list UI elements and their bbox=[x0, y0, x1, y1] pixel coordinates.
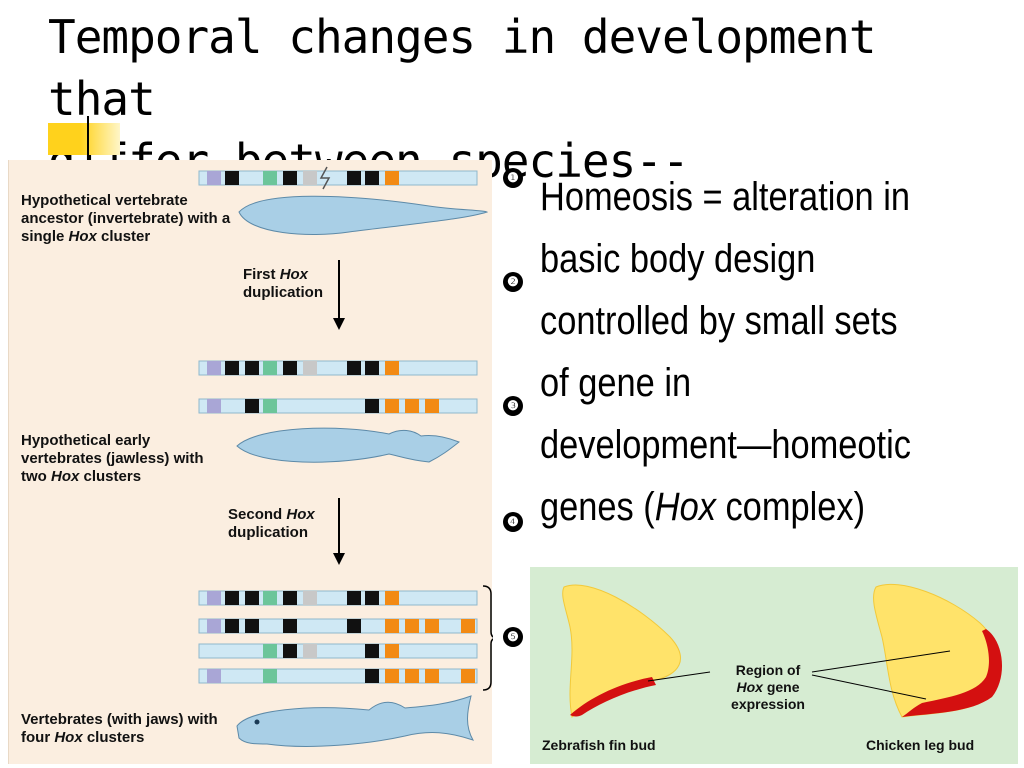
body-line-3: controlled by small sets bbox=[540, 299, 898, 343]
chromosome-early-1 bbox=[198, 360, 478, 376]
body-line-4: of gene in bbox=[540, 361, 692, 405]
zebrafish-fin-bud bbox=[562, 584, 681, 718]
step-marker-5: ❺ bbox=[503, 627, 523, 647]
chromosome-ancestor bbox=[198, 166, 478, 190]
caption-ancestor: Hypothetical vertebrate ancestor (invert… bbox=[21, 192, 231, 245]
chromosome-jawed-4 bbox=[198, 668, 478, 684]
step-marker-1: ❶ bbox=[503, 168, 523, 188]
caption-second-duplication: Second Hox duplication bbox=[228, 506, 315, 541]
cluster-bracket bbox=[482, 585, 493, 691]
jawless-fish-image bbox=[236, 427, 460, 463]
title-line-1: Temporal changes in development that bbox=[48, 10, 877, 126]
limb-bud-diagram bbox=[562, 583, 1003, 718]
caption-first-duplication: First Hox duplication bbox=[243, 266, 323, 301]
ancestor-creature-image bbox=[238, 195, 489, 235]
chicken-caption: Chicken leg bud bbox=[866, 737, 975, 753]
chromosome-jawed-1 bbox=[198, 590, 478, 606]
zebrafish-caption: Zebrafish fin bud bbox=[542, 737, 656, 753]
hox-cluster-diagram bbox=[198, 166, 493, 747]
chicken-expression-region bbox=[902, 629, 1003, 717]
accent-bar bbox=[48, 123, 120, 155]
chromosome-early-2 bbox=[198, 398, 478, 414]
body-line-6: genes (Hox complex) bbox=[540, 485, 866, 529]
body-line-5: development—homeotic bbox=[540, 423, 911, 467]
accent-tick bbox=[87, 116, 89, 156]
hox-duplication-figure: Hypothetical vertebrate ancestor (invert… bbox=[8, 160, 493, 764]
step-marker-2: ❷ bbox=[503, 272, 523, 292]
homeosis-definition: Homeosis = alteration in basic body desi… bbox=[540, 166, 1010, 538]
zebrafish-expression-region bbox=[570, 677, 656, 717]
body-line-1: Homeosis = alteration in bbox=[540, 175, 910, 219]
body-line-2: basic body design bbox=[540, 237, 816, 281]
jawed-fish-image bbox=[236, 695, 475, 747]
caption-jawed-vertebrates: Vertebrates (with jaws) with four Hox cl… bbox=[21, 711, 218, 746]
region-of-expression-label: Region of Hox gene expression bbox=[731, 662, 805, 712]
chromosome-jawed-3 bbox=[198, 643, 478, 659]
step-marker-3: ❸ bbox=[503, 396, 523, 416]
chromosome-jawed-2 bbox=[198, 618, 478, 634]
caption-early-vertebrates: Hypothetical early vertebrates (jawless)… bbox=[21, 432, 204, 485]
limb-bud-figure: Region of Hox gene expression Zebrafish … bbox=[530, 567, 1018, 764]
step-marker-4: ❹ bbox=[503, 512, 523, 532]
